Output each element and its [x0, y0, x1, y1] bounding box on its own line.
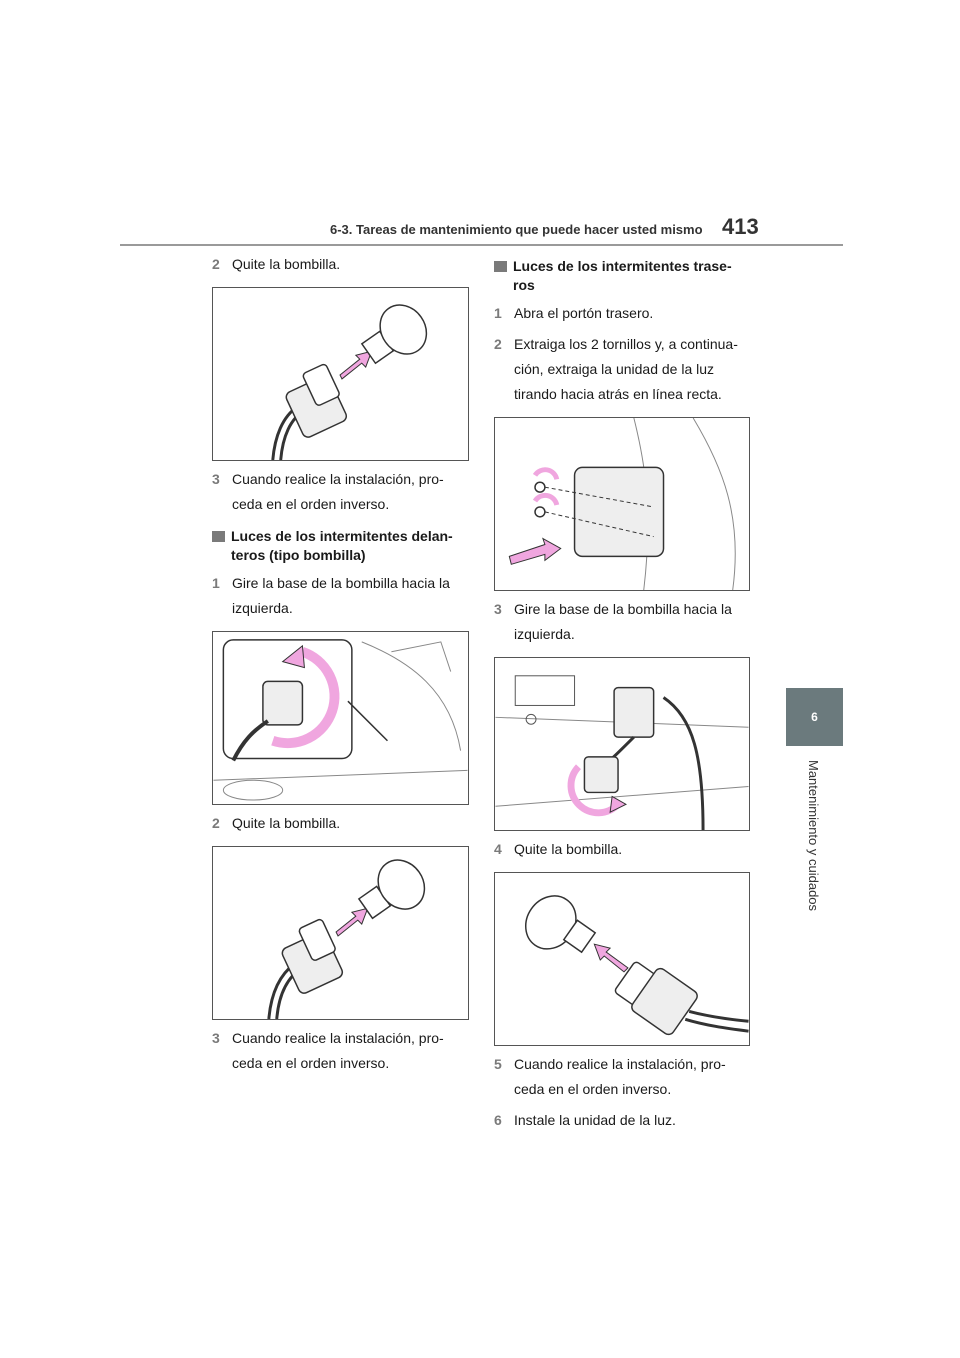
step-number: 2 [212, 815, 220, 831]
figure-bulb-removal [212, 287, 469, 461]
page-number: 413 [722, 214, 759, 239]
bulb-removal-illustration [271, 304, 428, 460]
step-number: 3 [494, 601, 502, 617]
left-column: 2 Quite la bombilla. 3 Cuando realice la… [212, 252, 470, 1076]
step-item: 1 Abra el portón trasero. [494, 301, 752, 326]
step-number: 5 [494, 1056, 502, 1072]
step-text: Extraiga los 2 tornillos y, a continua-c… [514, 336, 738, 402]
section-heading-front: Luces de los intermitentes delan-teros (… [212, 527, 470, 565]
step-item: 6 Instale la unidad de la luz. [494, 1108, 752, 1133]
step-number: 3 [212, 471, 220, 487]
screw-removal-illustration [508, 418, 736, 590]
figure-bulb-removal-rear [494, 872, 750, 1046]
figure-socket-rotate-rear [494, 657, 750, 831]
section-square-icon [494, 261, 507, 272]
step-text: Quite la bombilla. [514, 841, 623, 857]
step-text: Gire la base de la bombilla hacia la izq… [514, 601, 732, 642]
figure-screw-removal [494, 417, 750, 591]
step-text: Instale la unidad de la luz. [514, 1112, 676, 1128]
step-text: Quite la bombilla. [232, 815, 341, 831]
section-heading-text: Luces de los intermitentes delan-teros (… [231, 528, 453, 563]
step-item: 4 Quite la bombilla. [494, 837, 752, 862]
step-number: 2 [212, 256, 220, 272]
section-header-title: 6-3. Tareas de mantenimiento que puede h… [330, 222, 703, 237]
bulb-removal-illustration [267, 859, 426, 1019]
section-heading-text: Luces de los intermitentes trase-ros [513, 258, 732, 293]
figure-socket-rotate-front [212, 631, 469, 805]
header-divider [120, 244, 843, 246]
step-text: Gire la base de la bombilla hacia la izq… [232, 575, 450, 616]
bulb-removal-illustration [524, 895, 749, 1036]
step-number: 1 [494, 305, 502, 321]
chapter-label-text: Mantenimiento y cuidados [806, 760, 821, 912]
socket-rotate-illustration [495, 675, 749, 830]
chapter-label: Mantenimiento y cuidados [786, 760, 843, 920]
step-item: 2 Extraiga los 2 tornillos y, a continua… [494, 332, 752, 407]
step-number: 2 [494, 336, 502, 352]
step-text: Cuando realice la instalación, pro-ceda … [514, 1056, 726, 1097]
step-number: 4 [494, 841, 502, 857]
step-item: 2 Quite la bombilla. [212, 252, 470, 277]
socket-rotate-illustration [213, 639, 468, 801]
section-square-icon [212, 531, 225, 542]
step-number: 3 [212, 1030, 220, 1046]
step-text: Abra el portón trasero. [514, 305, 654, 321]
figure-bulb-removal-front [212, 846, 469, 1020]
step-item: 5 Cuando realice la instalación, pro-ced… [494, 1052, 752, 1102]
step-number: 1 [212, 575, 220, 591]
step-item: 1 Gire la base de la bombilla hacia la i… [212, 571, 470, 621]
step-text: Cuando realice la instalación, pro-ceda … [232, 1030, 444, 1071]
step-number: 6 [494, 1112, 502, 1128]
step-item: 3 Gire la base de la bombilla hacia la i… [494, 597, 752, 647]
step-text: Cuando realice la instalación, pro-ceda … [232, 471, 444, 512]
step-text: Quite la bombilla. [232, 256, 341, 272]
chapter-tab: 6 [786, 688, 843, 746]
step-item: 3 Cuando realice la instalación, pro-ced… [212, 467, 470, 517]
right-column: Luces de los intermitentes trase-ros 1 A… [494, 257, 752, 1133]
step-item: 3 Cuando realice la instalación, pro-ced… [212, 1026, 470, 1076]
step-item: 2 Quite la bombilla. [212, 811, 470, 836]
section-heading-rear: Luces de los intermitentes trase-ros [494, 257, 752, 295]
